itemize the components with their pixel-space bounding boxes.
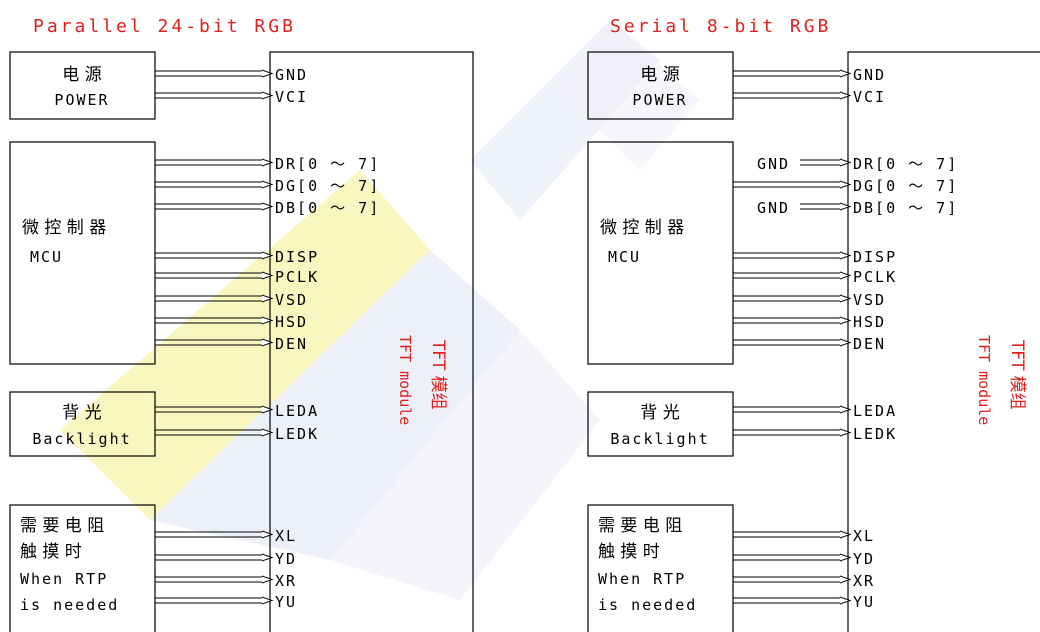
right-pin-gnd: GND bbox=[853, 66, 886, 84]
left-pin-hsd: HSD bbox=[275, 313, 308, 331]
left-module-label-cn: TFT 模组 bbox=[428, 339, 448, 410]
left-pin-disp: DISP bbox=[275, 248, 319, 266]
right-rtp-label-1: 需 要 电 阻 bbox=[598, 516, 682, 536]
right-power-label-cn: 电 源 bbox=[640, 65, 679, 85]
right-tft-module-box bbox=[847, 51, 1040, 632]
left-pin-leda: LEDA bbox=[275, 402, 319, 420]
watermark bbox=[60, 20, 700, 600]
left-pin-den: DEN bbox=[275, 335, 308, 353]
right-pin-yu: YU bbox=[853, 593, 875, 611]
left-pin-xl: XL bbox=[275, 527, 297, 545]
left-signal-arrows bbox=[155, 69, 274, 605]
left-pin-pclk: PCLK bbox=[275, 268, 319, 286]
left-pin-yd: YD bbox=[275, 550, 297, 568]
left-pin-db: DB[0 ～ 7] bbox=[275, 199, 380, 217]
right-backlight-block bbox=[587, 391, 734, 457]
left-pin-xr: XR bbox=[275, 572, 297, 590]
right-module-label-en: TFT module bbox=[975, 335, 993, 425]
left-pin-gnd: GND bbox=[275, 66, 308, 84]
right-pin-dr: DR[0 ～ 7] bbox=[853, 155, 958, 173]
left-pin-dr: DR[0 ～ 7] bbox=[275, 155, 380, 173]
right-mcu-label-en: MCU bbox=[608, 248, 641, 266]
right-signal-arrows bbox=[733, 69, 852, 605]
right-power-label-en: POWER bbox=[632, 91, 687, 109]
right-pin-ledk: LEDK bbox=[853, 425, 897, 443]
right-backlight-label-cn: 背 光 bbox=[640, 403, 679, 423]
right-power-block bbox=[587, 51, 734, 120]
left-backlight-label-cn: 背 光 bbox=[62, 403, 101, 423]
right-gnd-label-dr: GND bbox=[757, 155, 790, 173]
right-pin-xl: XL bbox=[853, 527, 875, 545]
right-pin-dg: DG[0 ～ 7] bbox=[853, 177, 958, 195]
left-rtp-label-1: 需 要 电 阻 bbox=[20, 516, 104, 536]
left-power-block bbox=[9, 51, 156, 120]
left-rtp-label-2: 触 摸 时 bbox=[20, 542, 82, 562]
right-pin-den: DEN bbox=[853, 335, 886, 353]
left-backlight-label-en: Backlight bbox=[32, 430, 131, 448]
right-rtp-label-3: When RTP bbox=[598, 570, 686, 588]
right-pin-db: DB[0 ～ 7] bbox=[853, 199, 958, 217]
left-diagram: Parallel 24-bit RGB 电 源 POWER 微 控 制 器 MC… bbox=[9, 16, 474, 632]
left-rtp-label-3: When RTP bbox=[20, 570, 108, 588]
right-backlight-label-en: Backlight bbox=[610, 430, 709, 448]
left-mcu-label-cn: 微 控 制 器 bbox=[22, 218, 106, 238]
left-rtp-label-4: is needed bbox=[20, 596, 119, 614]
left-backlight-block bbox=[9, 391, 156, 457]
right-pin-vsd: VSD bbox=[853, 291, 886, 309]
right-title: Serial 8-bit RGB bbox=[610, 16, 831, 37]
right-pin-vci: VCI bbox=[853, 88, 886, 106]
right-pin-disp: DISP bbox=[853, 248, 897, 266]
left-tft-module-box bbox=[269, 51, 474, 632]
right-rtp-label-2: 触 摸 时 bbox=[598, 542, 660, 562]
right-pin-xr: XR bbox=[853, 572, 875, 590]
right-pin-yd: YD bbox=[853, 550, 875, 568]
right-pin-pclk: PCLK bbox=[853, 268, 897, 286]
right-rtp-label-4: is needed bbox=[598, 596, 697, 614]
right-mcu-label-cn: 微 控 制 器 bbox=[600, 218, 684, 238]
right-pin-leda: LEDA bbox=[853, 402, 897, 420]
left-pin-vci: VCI bbox=[275, 88, 308, 106]
left-pin-vsd: VSD bbox=[275, 291, 308, 309]
left-power-label-en: POWER bbox=[54, 91, 109, 109]
left-power-label-cn: 电 源 bbox=[62, 65, 101, 85]
right-diagram: Serial 8-bit RGB 电 源 POWER 微 控 制 器 MCU 背… bbox=[587, 16, 1040, 632]
left-pin-yu: YU bbox=[275, 593, 297, 611]
left-pin-ledk: LEDK bbox=[275, 425, 319, 443]
right-pin-hsd: HSD bbox=[853, 313, 886, 331]
left-module-label-en: TFT module bbox=[396, 335, 414, 425]
left-pin-dg: DG[0 ～ 7] bbox=[275, 177, 380, 195]
right-module-label-cn: TFT 模组 bbox=[1007, 339, 1027, 410]
left-rtp-block bbox=[9, 504, 156, 632]
left-mcu-label-en: MCU bbox=[30, 248, 63, 266]
right-gnd-label-db: GND bbox=[757, 199, 790, 217]
right-rtp-block bbox=[587, 504, 734, 632]
left-title: Parallel 24-bit RGB bbox=[33, 16, 296, 37]
